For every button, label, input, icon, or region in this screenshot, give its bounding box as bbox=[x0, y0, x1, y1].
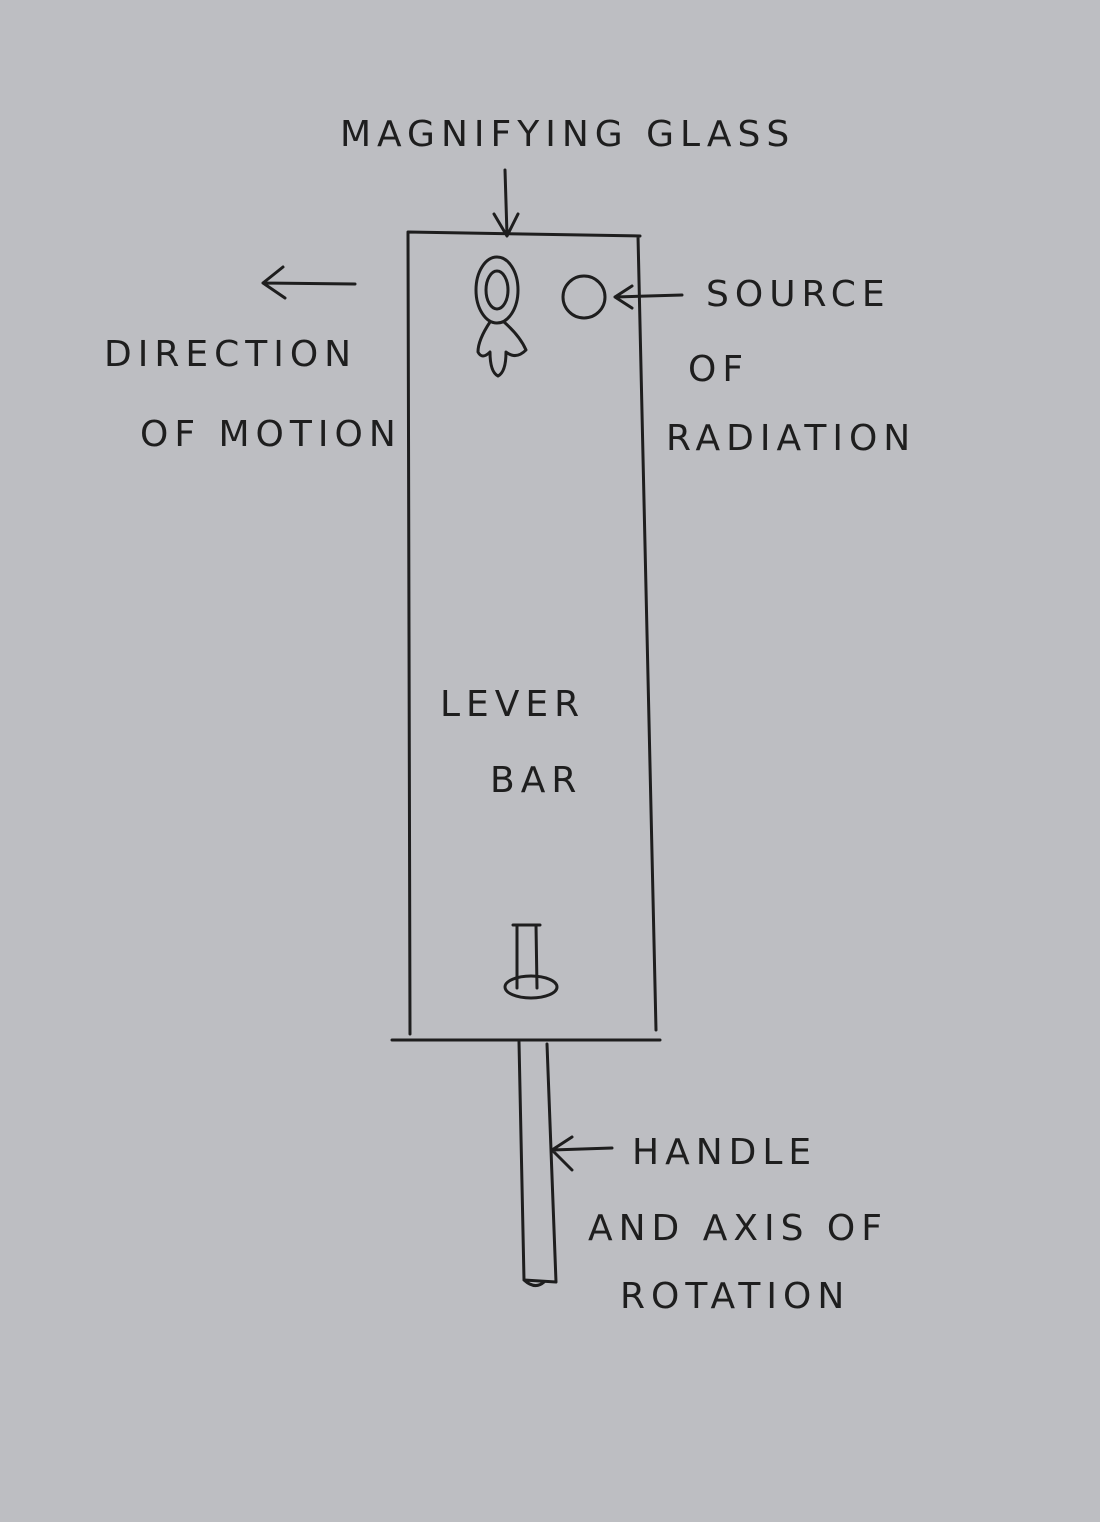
label-lever-line1: LEVER bbox=[440, 684, 585, 725]
direction-of-motion-arrow-icon bbox=[261, 265, 357, 300]
label-direction-line2: OF MOTION bbox=[140, 414, 402, 455]
lever-bar bbox=[390, 230, 662, 1042]
label-handle-line3: ROTATION bbox=[620, 1276, 850, 1317]
handle-rod bbox=[517, 1040, 558, 1287]
arrow-to-source-icon bbox=[613, 284, 684, 310]
arrow-to-magnifying-glass-icon bbox=[492, 168, 520, 238]
label-source-line3: RADIATION bbox=[666, 418, 916, 459]
label-source-line2: OF bbox=[688, 349, 749, 390]
label-handle-line2: AND AXIS OF bbox=[588, 1208, 888, 1249]
label-magnifying-glass: MAGNIFYING GLASS bbox=[340, 114, 795, 155]
pivot-pin-icon bbox=[503, 923, 559, 1000]
magnifying-glass-icon bbox=[474, 255, 528, 378]
label-handle-line1: HANDLE bbox=[632, 1132, 817, 1173]
radiation-source-icon bbox=[561, 274, 607, 320]
label-source-line1: SOURCE bbox=[706, 274, 891, 315]
arrow-to-handle-icon bbox=[550, 1135, 614, 1172]
label-lever-line2: BAR bbox=[490, 760, 582, 801]
label-direction-line1: DIRECTION bbox=[104, 334, 357, 375]
